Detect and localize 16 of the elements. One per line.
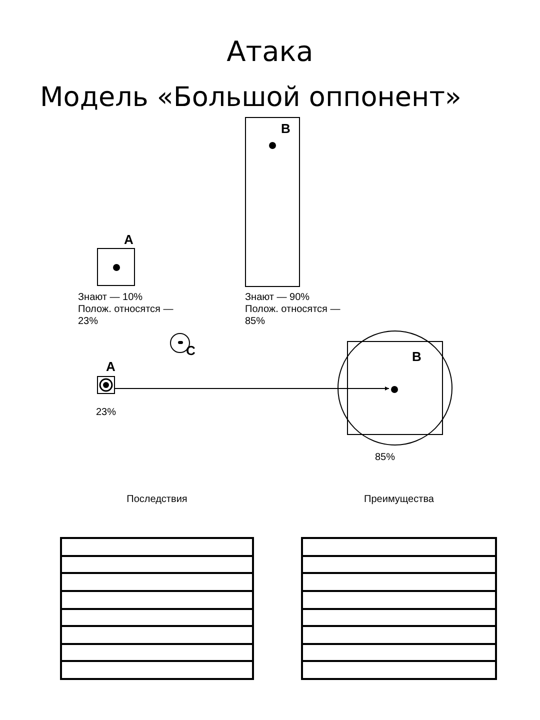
square: [245, 117, 300, 287]
node-letter: B: [412, 350, 422, 363]
note-text: Знают — 90%: [245, 292, 310, 304]
node-letter: A: [106, 360, 116, 373]
column-heading: Преимущества: [364, 495, 434, 505]
note-text: Полож. относятся — 85%: [245, 304, 342, 328]
note-text: 23%: [96, 407, 116, 419]
note-text: Знают — 10%: [78, 292, 143, 304]
column-heading: Последствия: [126, 495, 188, 505]
arrow: [114, 386, 390, 390]
note-text: Полож. относятся — 23%: [78, 304, 174, 328]
node-letter: A: [124, 233, 134, 246]
node-letter: B: [281, 122, 290, 135]
note-text: 85%: [375, 452, 396, 464]
subtitle: Модель «Большой оппонент»: [40, 84, 462, 111]
title: Атака: [226, 38, 314, 66]
